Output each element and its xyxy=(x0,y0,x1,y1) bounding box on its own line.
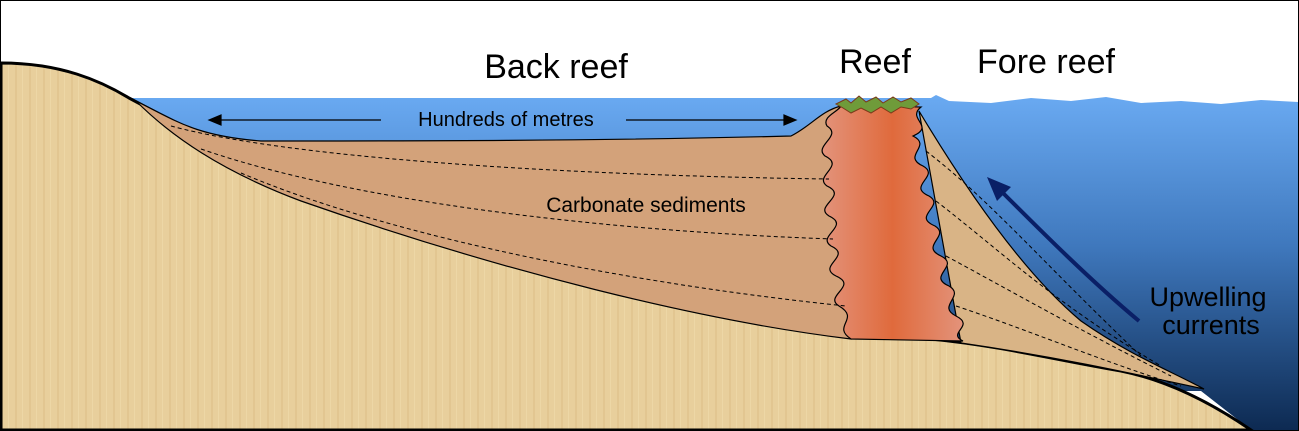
sediment-label: Carbonate sediments xyxy=(546,194,746,217)
back-reef-sediments xyxy=(135,100,852,340)
bedding-lines xyxy=(170,125,1182,387)
current-label-line2: currents xyxy=(1162,310,1260,340)
width-arrow xyxy=(207,114,798,126)
current-label-line1: Upwelling xyxy=(1149,282,1266,312)
back-reef-label: Back reef xyxy=(484,48,628,86)
reef-core xyxy=(821,104,964,342)
reef-label: Reef xyxy=(839,43,911,81)
fore-reef-slope xyxy=(918,110,1205,390)
width-label: Hundreds of metres xyxy=(418,109,594,131)
reef-crest xyxy=(834,95,920,114)
upwelling-current-arrow xyxy=(987,177,1141,323)
fore-reef-label: Fore reef xyxy=(977,43,1115,81)
